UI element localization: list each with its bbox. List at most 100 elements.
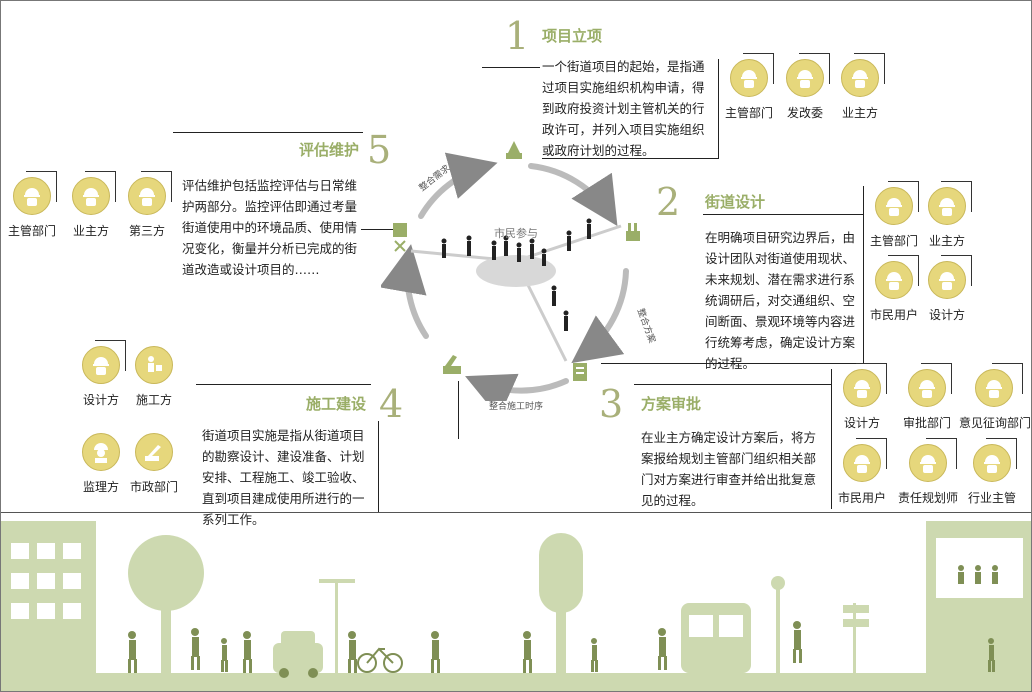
actor-badge: 设计方 — [70, 340, 132, 408]
actor-label: 审批部门 — [902, 416, 951, 430]
actor-label: 责任规划师 — [897, 491, 958, 505]
stage-1-title: 项目立项 — [542, 27, 603, 45]
actor-label: 发改委 — [786, 106, 823, 120]
builder-icon — [135, 346, 173, 384]
actor-label: 施工方 — [135, 393, 172, 407]
stage-5-number: 5 — [367, 128, 392, 172]
pedestrians — [128, 565, 998, 673]
worker-icon — [786, 59, 824, 97]
actor-badge: 业主方 — [829, 53, 891, 121]
worker-icon — [909, 444, 947, 482]
stage-1-description: 一个街道项目的起始，是指通过项目实施组织机构申请，得到政府投资计划主管机关的行政… — [542, 59, 705, 158]
actor-label: 主管部门 — [7, 224, 56, 238]
actor-label: 市民用户 — [869, 308, 918, 322]
cycle-arrows — [381, 152, 629, 401]
stage-4-description: 街道项目实施是指从街道项目的勘察设计、建设准备、计划安排、工程施工、竣工验收、直… — [202, 428, 365, 527]
actor-label: 市民用户 — [837, 491, 886, 505]
stage-2-title: 街道设计 — [705, 193, 766, 211]
stage-4-title: 施工建设 — [306, 395, 367, 413]
tree-center — [539, 533, 583, 613]
stage-5-description: 评估维护包括监控评估与日常维护两部分。监控评估即通过考量街道使用中的环境品质、使… — [182, 178, 358, 277]
actor-label: 业主方 — [841, 106, 878, 120]
actor-label: 主管部门 — [869, 234, 918, 248]
actor-badge: 设计方 — [831, 363, 893, 431]
actor-badge: 主管部门 — [1, 171, 63, 239]
actor-badge: 行业主管 — [961, 438, 1023, 506]
worker-icon — [875, 187, 913, 225]
actor-label: 市政部门 — [129, 480, 178, 494]
people-icon — [441, 218, 592, 331]
stage-3-title: 方案审批 — [641, 395, 702, 413]
stage-3-number: 3 — [599, 382, 624, 426]
arrow-1-to-2 — [528, 163, 618, 227]
cycle-diagram — [381, 141, 640, 401]
stage-4-topline — [196, 384, 371, 385]
stage-4-number: 4 — [379, 382, 404, 426]
supervisor-icon — [82, 433, 120, 471]
actor-label: 业主方 — [72, 224, 109, 238]
stage-2-bracket — [863, 186, 864, 364]
stage-3-bracket — [831, 369, 832, 509]
actor-badge: 市民用户 — [831, 438, 893, 506]
taxi — [273, 631, 323, 678]
actor-badge: 发改委 — [774, 53, 836, 121]
actor-label: 主管部门 — [724, 106, 773, 120]
arrow-2-to-3 — [571, 268, 629, 364]
arrow-5-to-1 — [418, 152, 498, 219]
stage-1-icon — [506, 141, 522, 159]
stage-4-bracket — [378, 421, 379, 513]
cycle-label-integrate-schedule: 整合施工时序 — [489, 402, 544, 412]
sign-post — [853, 603, 856, 678]
stage-3-icon — [573, 363, 587, 381]
worker-icon — [730, 59, 768, 97]
actor-badge: 第三方 — [116, 171, 178, 239]
actor-badge: 监理方 — [70, 433, 132, 495]
stage-3-topline — [634, 384, 831, 385]
arrow-4-to-5 — [381, 244, 429, 339]
tree-left — [128, 535, 204, 611]
stage-2-underline — [703, 214, 863, 215]
actor-badge: 主管部门 — [863, 181, 925, 249]
actor-badge: 业主方 — [916, 181, 978, 249]
actor-badge: 责任规划师 — [893, 438, 963, 506]
bus — [681, 603, 751, 673]
worker-icon — [82, 346, 120, 384]
actor-badge: 业主方 — [60, 171, 122, 239]
arrow-3-to-4 — [465, 373, 569, 401]
actor-badge: 设计方 — [916, 255, 978, 323]
worker-icon — [908, 369, 946, 407]
actor-label: 第三方 — [128, 224, 165, 238]
worker-icon — [875, 261, 913, 299]
worker-icon — [13, 177, 51, 215]
actor-badge: 意见征询部门 — [959, 363, 1031, 431]
worker-icon — [843, 444, 881, 482]
street-scene — [1, 521, 1031, 691]
worker-icon — [72, 177, 110, 215]
worker-icon — [843, 369, 881, 407]
stage-5-title: 评估维护 — [299, 141, 360, 159]
plaza-ellipse — [476, 255, 556, 287]
actor-label: 行业主管 — [967, 491, 1016, 505]
stage-5-icon — [393, 223, 407, 252]
stage-2-bottom-line — [601, 363, 863, 364]
worker-icon — [128, 177, 166, 215]
actor-label: 监理方 — [82, 480, 119, 494]
stage-5-connector — [361, 229, 407, 230]
actor-label: 设计方 — [843, 416, 880, 430]
actor-badge: 市政部门 — [123, 433, 185, 495]
ground — [1, 673, 1031, 691]
stage-1-underline — [542, 158, 719, 159]
center-label: 市民参与 — [494, 227, 538, 240]
stage-4-icon — [443, 355, 461, 374]
actor-badge: 施工方 — [123, 346, 185, 408]
worker-icon — [841, 59, 879, 97]
street-lamp — [335, 583, 338, 678]
actor-badge: 市民用户 — [863, 255, 925, 323]
worker-icon — [928, 261, 966, 299]
bicycle — [357, 647, 403, 673]
stage-2-description: 在明确项目研究边界后，由设计团队对街道使用现状、未来规划、潜在需求进行系统调研后… — [705, 230, 856, 371]
stage-1-bracket — [718, 59, 719, 159]
stage-2-number: 2 — [656, 180, 681, 224]
worker-icon — [975, 369, 1013, 407]
